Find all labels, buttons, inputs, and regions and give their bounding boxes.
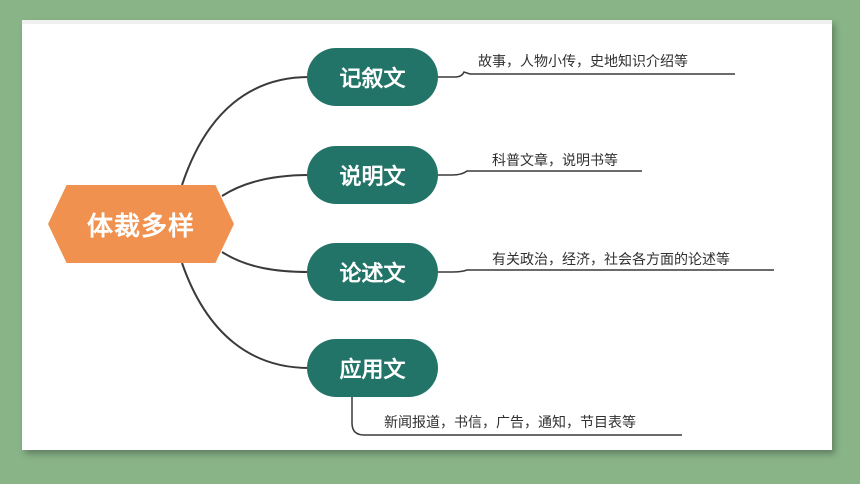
connector-lines — [181, 71, 774, 436]
branch-node-practical: 应用文 — [307, 339, 438, 397]
slide-top-band — [22, 20, 832, 24]
branch-node-narrative: 记叙文 — [307, 48, 438, 106]
connector-root-to-branch-3 — [221, 251, 310, 273]
connector-root-to-branch-4 — [181, 262, 310, 369]
connector-branch-4-desc — [351, 395, 682, 436]
branch-node-argumentative: 论述文 — [307, 243, 438, 301]
connector-branch-3-desc — [436, 269, 774, 273]
connector-branch-2-desc — [436, 170, 642, 176]
root-topic-node: 体裁多样 — [48, 185, 234, 263]
branch-3-description: 有关政治，经济，社会各方面的论述等 — [492, 252, 730, 268]
connector-branch-1-desc — [436, 71, 735, 78]
connector-root-to-branch-1 — [181, 76, 310, 186]
branch-1-description: 故事，人物小传，史地知识介绍等 — [478, 54, 688, 70]
branch-node-expository: 说明文 — [307, 146, 438, 204]
branch-2-description: 科普文章，说明书等 — [492, 153, 618, 169]
connector-root-to-branch-2 — [221, 174, 310, 197]
branch-4-description: 新闻报道，书信，广告，通知，节目表等 — [384, 415, 636, 431]
slide-canvas: 体裁多样 记叙文 说明文 论述文 应用文 故事，人物小传，史地知识介绍等 科普文… — [22, 20, 832, 450]
